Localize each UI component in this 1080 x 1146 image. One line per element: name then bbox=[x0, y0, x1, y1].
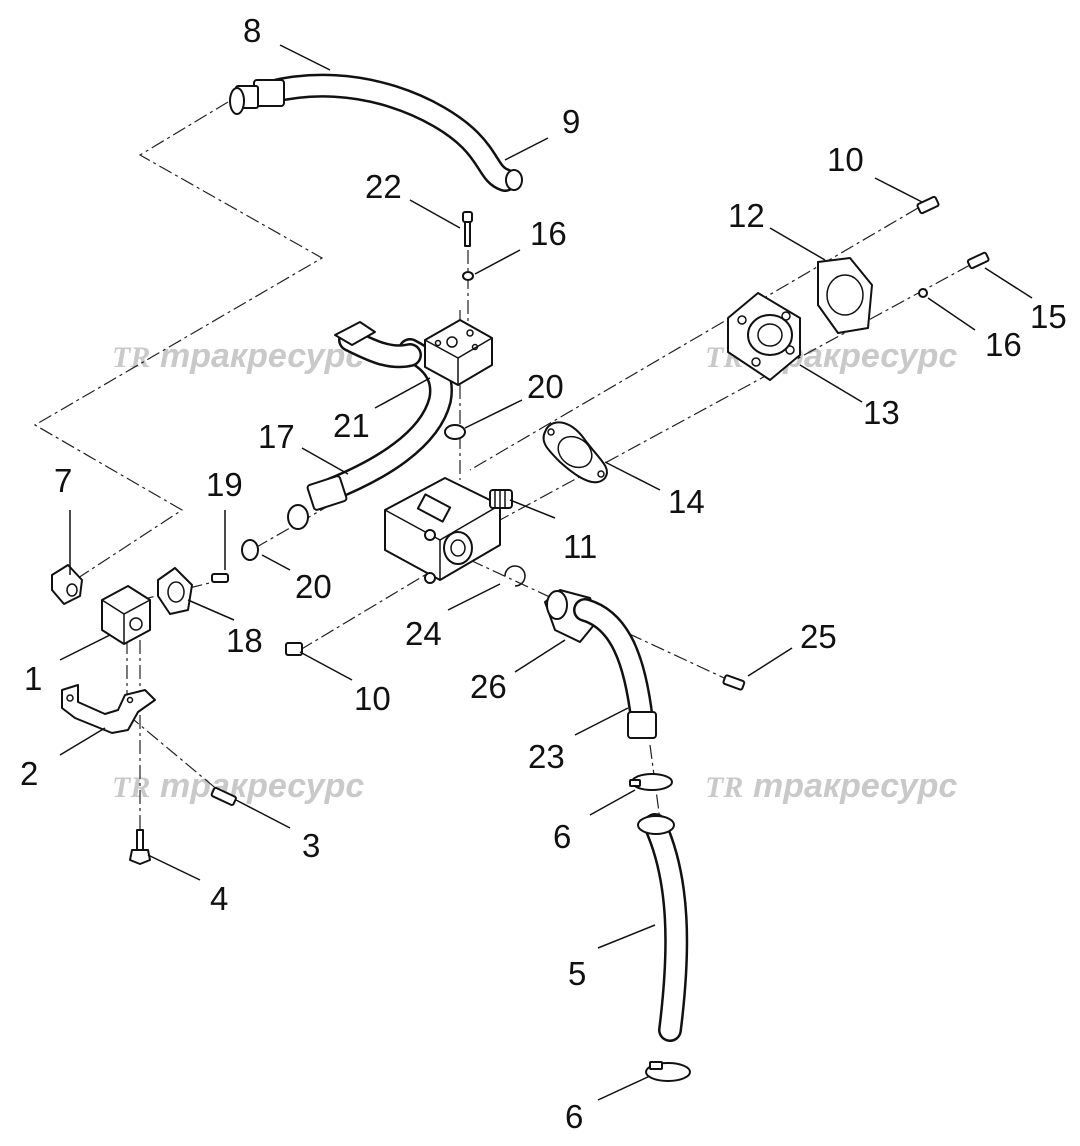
callout-20-lower: 20 bbox=[295, 568, 332, 605]
callout-16-right: 16 bbox=[985, 326, 1022, 363]
callout-23: 23 bbox=[528, 738, 565, 775]
callout-14: 14 bbox=[668, 483, 705, 520]
callout-10-top: 10 bbox=[827, 141, 864, 178]
snap-ring-24 bbox=[504, 565, 526, 587]
flange-13 bbox=[727, 292, 801, 381]
callout-7: 7 bbox=[54, 462, 72, 499]
bolt-15 bbox=[966, 251, 990, 270]
callout-1: 1 bbox=[24, 660, 42, 697]
callout-6-upper: 6 bbox=[553, 818, 571, 855]
bolt-3 bbox=[210, 786, 237, 806]
callout-16-top: 16 bbox=[530, 215, 567, 252]
assembly-line-flange-15 bbox=[499, 264, 971, 521]
callout-8: 8 bbox=[243, 12, 261, 49]
assembly-line-hose-8 bbox=[33, 101, 324, 581]
washer-16-top bbox=[462, 271, 474, 281]
bolt-4 bbox=[129, 829, 151, 865]
svg-text:тракресурс: тракресурс bbox=[160, 337, 364, 375]
fitting-7 bbox=[51, 564, 83, 605]
callout-labels: 1 2 3 4 5 6 6 7 8 9 10 10 11 12 13 14 15… bbox=[20, 12, 1067, 1135]
svg-text:тракресурс: тракресурс bbox=[753, 767, 957, 805]
o-ring-20-lower bbox=[241, 539, 259, 561]
callout-18: 18 bbox=[226, 622, 263, 659]
hose-5 bbox=[637, 813, 689, 1042]
callout-13: 13 bbox=[863, 394, 900, 431]
gasket-12 bbox=[817, 257, 873, 334]
hose-23 bbox=[573, 598, 657, 739]
washer-16-right bbox=[918, 288, 928, 298]
callout-25: 25 bbox=[800, 618, 837, 655]
callout-21: 21 bbox=[333, 407, 370, 444]
bolt-19 bbox=[211, 573, 229, 583]
callout-17: 17 bbox=[258, 418, 295, 455]
callout-22: 22 bbox=[365, 168, 402, 205]
callout-15: 15 bbox=[1030, 298, 1067, 335]
callout-26: 26 bbox=[470, 668, 507, 705]
gasket-14 bbox=[542, 421, 608, 484]
callout-9: 9 bbox=[562, 103, 580, 140]
assembly-lines bbox=[33, 101, 971, 845]
connector-block-21 bbox=[334, 319, 493, 386]
watermark-top-left: TR тракресурс bbox=[112, 337, 364, 375]
leader-lines bbox=[59, 44, 1033, 1101]
bolt-25 bbox=[722, 674, 746, 691]
assembly-line-flange-10 bbox=[469, 207, 919, 471]
hose-8 bbox=[229, 73, 517, 192]
svg-text:TR: TR bbox=[705, 771, 743, 804]
pump-11 bbox=[384, 477, 513, 584]
watermark-bottom-right: TR тракресурс bbox=[705, 767, 957, 805]
callout-20-upper: 20 bbox=[527, 368, 564, 405]
clamp-6-lower bbox=[645, 1061, 691, 1082]
callout-10-bottom: 10 bbox=[354, 680, 391, 717]
hose-end-9 bbox=[505, 169, 523, 191]
callout-3: 3 bbox=[302, 827, 320, 864]
assembly-line-bolt-3 bbox=[127, 714, 226, 797]
assembly-line-bolt-25 bbox=[469, 559, 736, 684]
callout-5: 5 bbox=[568, 955, 586, 992]
callout-24: 24 bbox=[405, 615, 442, 652]
svg-text:TR: TR bbox=[112, 771, 150, 804]
callout-12: 12 bbox=[728, 197, 765, 234]
bracket-2 bbox=[61, 684, 156, 734]
callout-6-lower: 6 bbox=[565, 1098, 583, 1135]
flange-18 bbox=[157, 567, 193, 615]
callout-4: 4 bbox=[210, 880, 228, 917]
bolt-10-bottom bbox=[285, 642, 303, 656]
clamp-6-upper bbox=[629, 773, 673, 791]
o-ring-20-upper bbox=[444, 424, 466, 440]
bolt-10-top bbox=[916, 195, 940, 215]
callout-11: 11 bbox=[563, 528, 597, 565]
bolt-22 bbox=[462, 211, 473, 247]
svg-text:тракресурс: тракресурс bbox=[160, 767, 364, 805]
callout-19: 19 bbox=[206, 466, 243, 503]
callout-2: 2 bbox=[20, 755, 38, 792]
block-1 bbox=[101, 585, 151, 645]
watermark-bottom-left: TR тракресурс bbox=[112, 767, 364, 805]
